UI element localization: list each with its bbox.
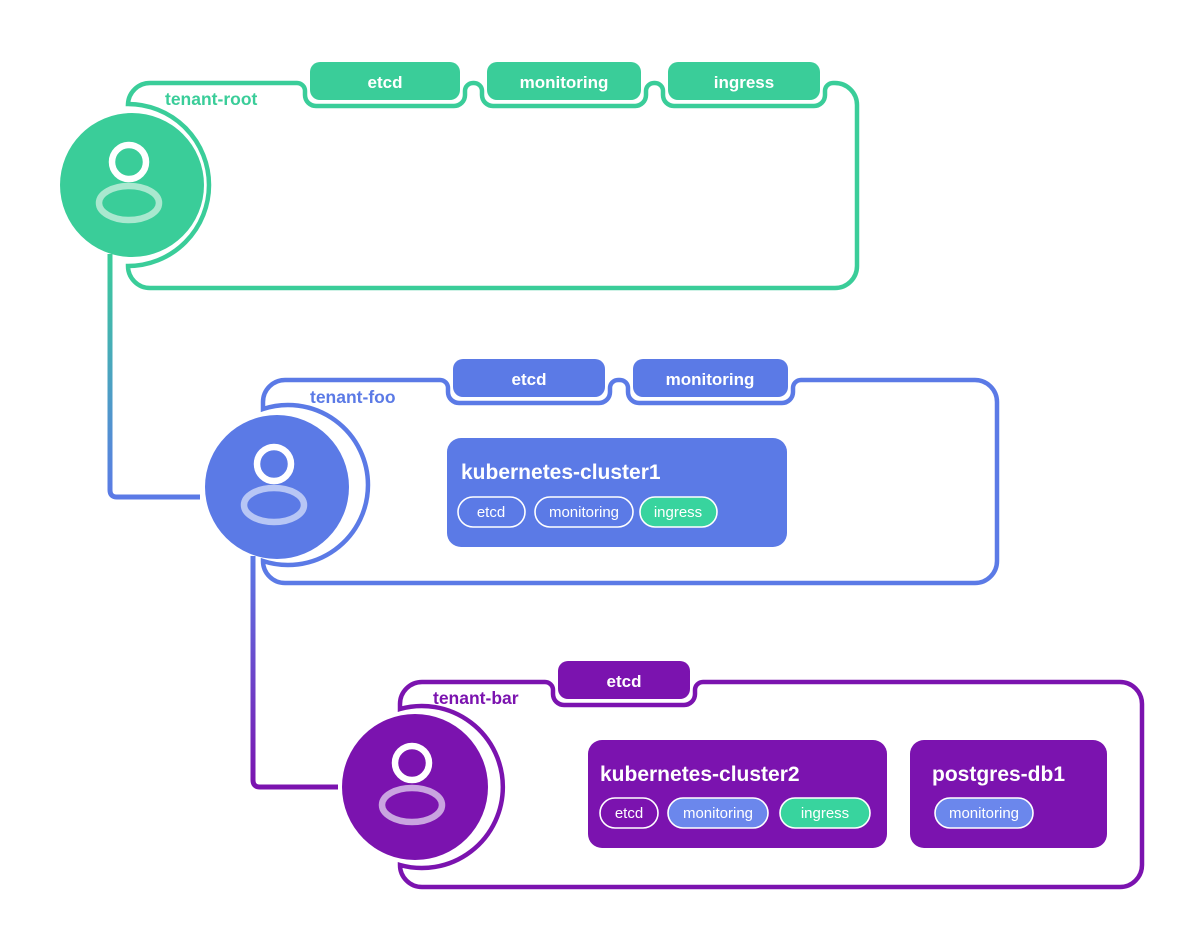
tenant-root-tag-monitoring: [487, 62, 641, 100]
tenant-bar-label: tenant-bar: [433, 688, 519, 708]
tenant-foo-tag-etcd: [453, 359, 605, 397]
cluster1-tag-etcd-label: etcd: [477, 504, 505, 521]
user-icon-body: [378, 784, 446, 826]
user-icon-body: [95, 182, 163, 224]
user-icon: [253, 443, 295, 485]
tenant-foo-group: tenant-foo etcd monitoring kubernetes-cl…: [205, 359, 1000, 586]
user-icon-body: [240, 484, 308, 526]
kubernetes-cluster2-title: kubernetes-cluster2: [600, 763, 800, 786]
edge-root-to-foo: [107, 254, 200, 500]
tenant-root-group: tenant-root etcd monitoring ingress: [60, 62, 860, 291]
tenant-foo-tag-monitoring-label: monitoring: [666, 370, 755, 389]
cluster2-tag-etcd: [599, 797, 659, 829]
tenant-root-label: tenant-root: [165, 89, 258, 109]
cluster2-tag-monitoring: [667, 797, 769, 829]
cluster2-tag-monitoring-label: monitoring: [683, 805, 753, 822]
cluster1-tag-monitoring-label: monitoring: [549, 504, 619, 521]
kubernetes-cluster2-box: [588, 740, 887, 848]
postgres-tag-monitoring: [934, 797, 1034, 829]
tenant-foo-label: tenant-foo: [310, 387, 396, 407]
tenant-bar-tag-etcd: [558, 661, 690, 699]
tenant-foo-tag-monitoring: [633, 359, 788, 397]
tenant-bar-border: [397, 679, 1145, 890]
cluster1-tag-etcd: [457, 496, 526, 528]
user-icon: [108, 141, 150, 183]
resource-postgres-db1: postgres-db1 monitoring: [910, 740, 1107, 848]
user-icon: [391, 742, 433, 784]
postgres-db1-box: [910, 740, 1107, 848]
postgres-db1-title: postgres-db1: [932, 763, 1065, 786]
tenant-root-tag-monitoring-label: monitoring: [520, 73, 609, 92]
cluster1-tag-ingress: [639, 496, 718, 528]
cluster2-tag-etcd-label: etcd: [615, 805, 643, 822]
tenant-bar-group: tenant-bar etcd kubernetes-cluster2 etcd…: [342, 661, 1145, 890]
cluster2-tag-ingress-label: ingress: [801, 805, 849, 822]
kubernetes-cluster1-title: kubernetes-cluster1: [461, 461, 661, 484]
tenant-bar-tag-etcd-label: etcd: [607, 672, 642, 691]
cluster1-tag-monitoring: [534, 496, 634, 528]
tenant-root-tag-etcd: [310, 62, 460, 100]
tenant-root-tag-ingress: [668, 62, 820, 100]
tenant-root-border: [125, 80, 860, 291]
edge-foo-to-bar: [250, 556, 338, 790]
tenant-root-tag-etcd-label: etcd: [368, 73, 403, 92]
tenant-foo-tag-etcd-label: etcd: [512, 370, 547, 389]
cluster1-tag-ingress-label: ingress: [654, 504, 702, 521]
tenant-root-tag-ingress-label: ingress: [714, 73, 774, 92]
resource-kubernetes-cluster1: kubernetes-cluster1 etcd monitoring ingr…: [447, 438, 787, 547]
kubernetes-cluster1-box: [447, 438, 787, 547]
tenant-foo-border: [260, 377, 1000, 586]
resource-kubernetes-cluster2: kubernetes-cluster2 etcd monitoring ingr…: [588, 740, 887, 848]
cluster2-tag-ingress: [779, 797, 871, 829]
postgres-tag-monitoring-label: monitoring: [949, 805, 1019, 822]
